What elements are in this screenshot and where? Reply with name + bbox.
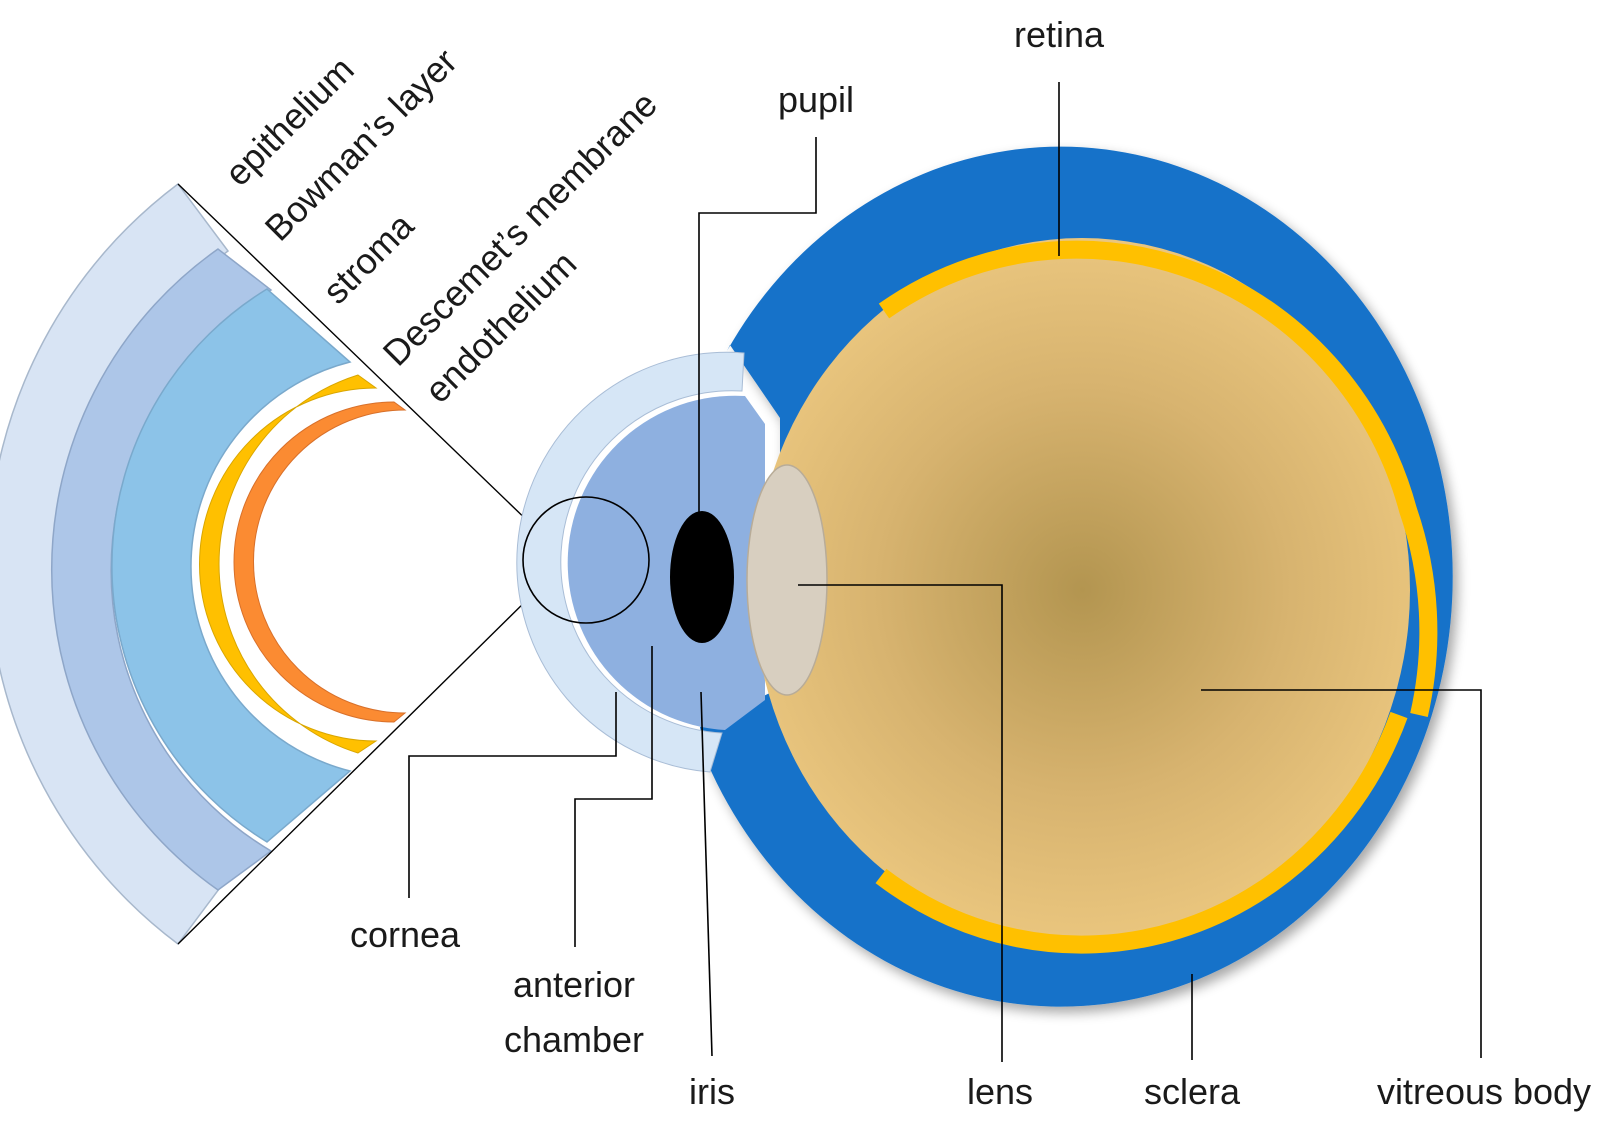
cornea-label: cornea	[350, 914, 461, 955]
anterior-chamber-label-line2: chamber	[504, 1019, 644, 1060]
lens-leader	[798, 584, 1003, 1062]
vitreous-body-label: vitreous body	[1377, 1071, 1591, 1112]
pupil-label: pupil	[778, 79, 854, 120]
retina-label: retina	[1014, 14, 1105, 55]
anterior-chamber-label-line1: anterior	[513, 964, 635, 1005]
vitreous-body-leader	[1201, 689, 1482, 1058]
cornea-detail-circle	[522, 496, 650, 624]
stroma-label: stroma	[315, 204, 422, 311]
iris-label: iris	[689, 1071, 735, 1112]
sclera-label: sclera	[1144, 1071, 1241, 1112]
lens	[746, 464, 828, 696]
vitreous-body	[754, 238, 1410, 942]
leader-lines	[408, 82, 1482, 1062]
cornea-leader	[408, 692, 617, 898]
descemets-membrane-layer	[199, 374, 378, 754]
eyeball	[516, 146, 1453, 1007]
lens-label: lens	[967, 1071, 1033, 1112]
inset-edge-lower	[177, 591, 536, 945]
pupil	[670, 511, 734, 643]
endothelium-layer	[233, 401, 407, 723]
pupil-leader	[698, 137, 817, 530]
retina-upper	[878, 240, 1438, 718]
inset-edge-upper	[177, 183, 536, 529]
retina-lower	[875, 711, 1408, 954]
anterior-chamber-leader	[574, 646, 653, 947]
corneal-layers-inset	[0, 182, 536, 946]
iris-leader	[700, 691, 713, 1057]
stroma-layer	[111, 288, 352, 843]
iris	[567, 395, 765, 730]
